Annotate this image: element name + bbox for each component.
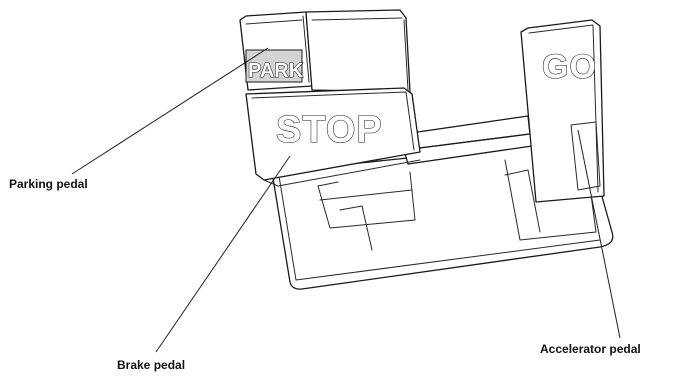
accelerator-pedal-label: Accelerator pedal: [540, 342, 641, 356]
accelerator-pedal: GO: [520, 19, 605, 203]
brake-pedal: STOP: [245, 87, 421, 187]
parking-pedal: PARK: [239, 11, 313, 91]
park-pedal-text: PARK: [248, 60, 304, 82]
brake-pedal-upper: [305, 9, 411, 93]
go-pedal-text: GO: [542, 48, 597, 86]
stop-pedal-text: STOP: [276, 109, 383, 151]
accelerator-leader-line: [577, 129, 621, 339]
pedal-base-tray: [271, 139, 614, 290]
brake-pedal-label: Brake pedal: [117, 358, 186, 372]
parking-pedal-label: Parking pedal: [9, 177, 88, 191]
brake-leader-line: [155, 155, 291, 353]
parking-leader-line: [71, 47, 269, 175]
